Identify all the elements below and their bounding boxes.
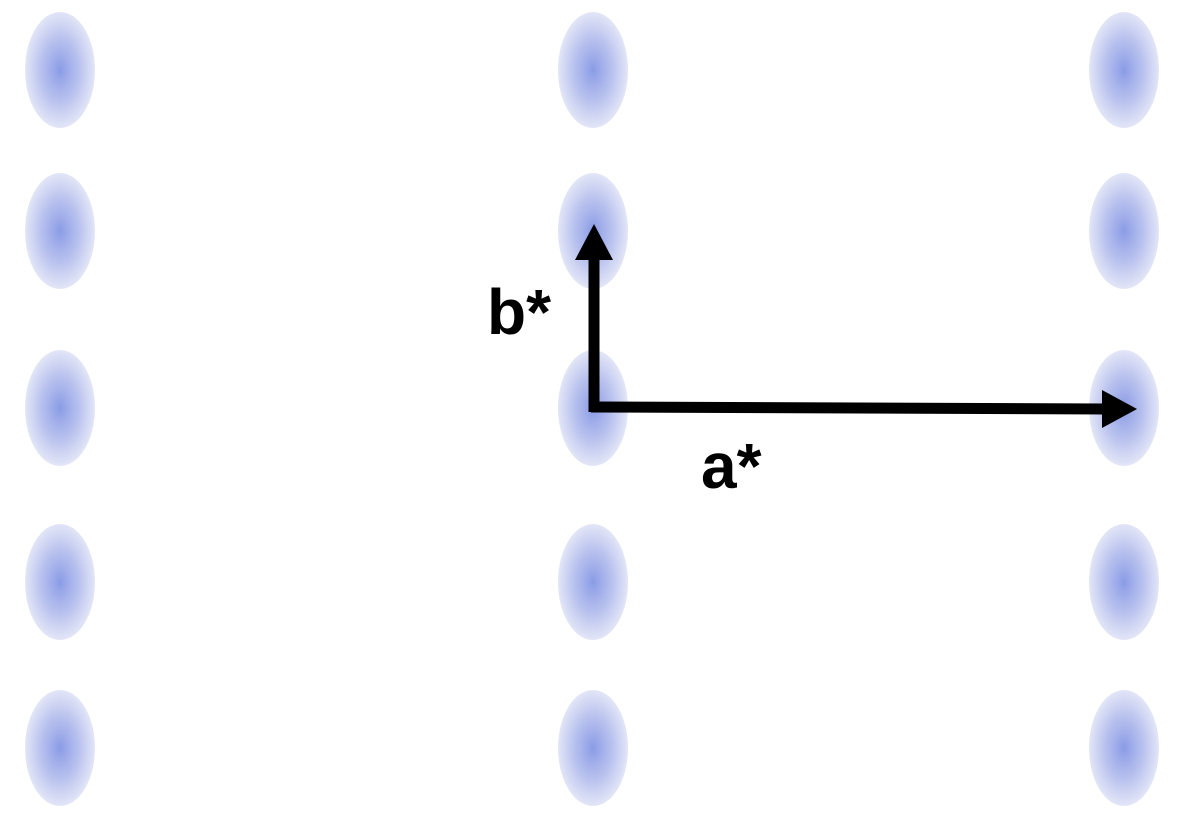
lattice-spot <box>1089 524 1159 640</box>
lattice-spot <box>1089 690 1159 806</box>
lattice-spot <box>25 12 95 128</box>
a-star-vector: a* <box>590 390 1137 502</box>
b-star-vector: b* <box>487 224 613 412</box>
a-star-arrowhead <box>1102 390 1137 428</box>
lattice-spot <box>25 350 95 466</box>
lattice-spot <box>25 173 95 289</box>
a-star-arrow-shaft <box>590 401 1107 415</box>
lattice-spot <box>558 690 628 806</box>
lattice-spot <box>558 524 628 640</box>
lattice-spot <box>25 690 95 806</box>
lattice-spot <box>558 12 628 128</box>
a-star-label: a* <box>701 430 762 502</box>
b-star-label: b* <box>487 276 551 348</box>
lattice-spot <box>1089 173 1159 289</box>
b-star-arrowhead <box>575 224 613 260</box>
lattice-spot <box>25 524 95 640</box>
lattice-spot <box>1089 12 1159 128</box>
